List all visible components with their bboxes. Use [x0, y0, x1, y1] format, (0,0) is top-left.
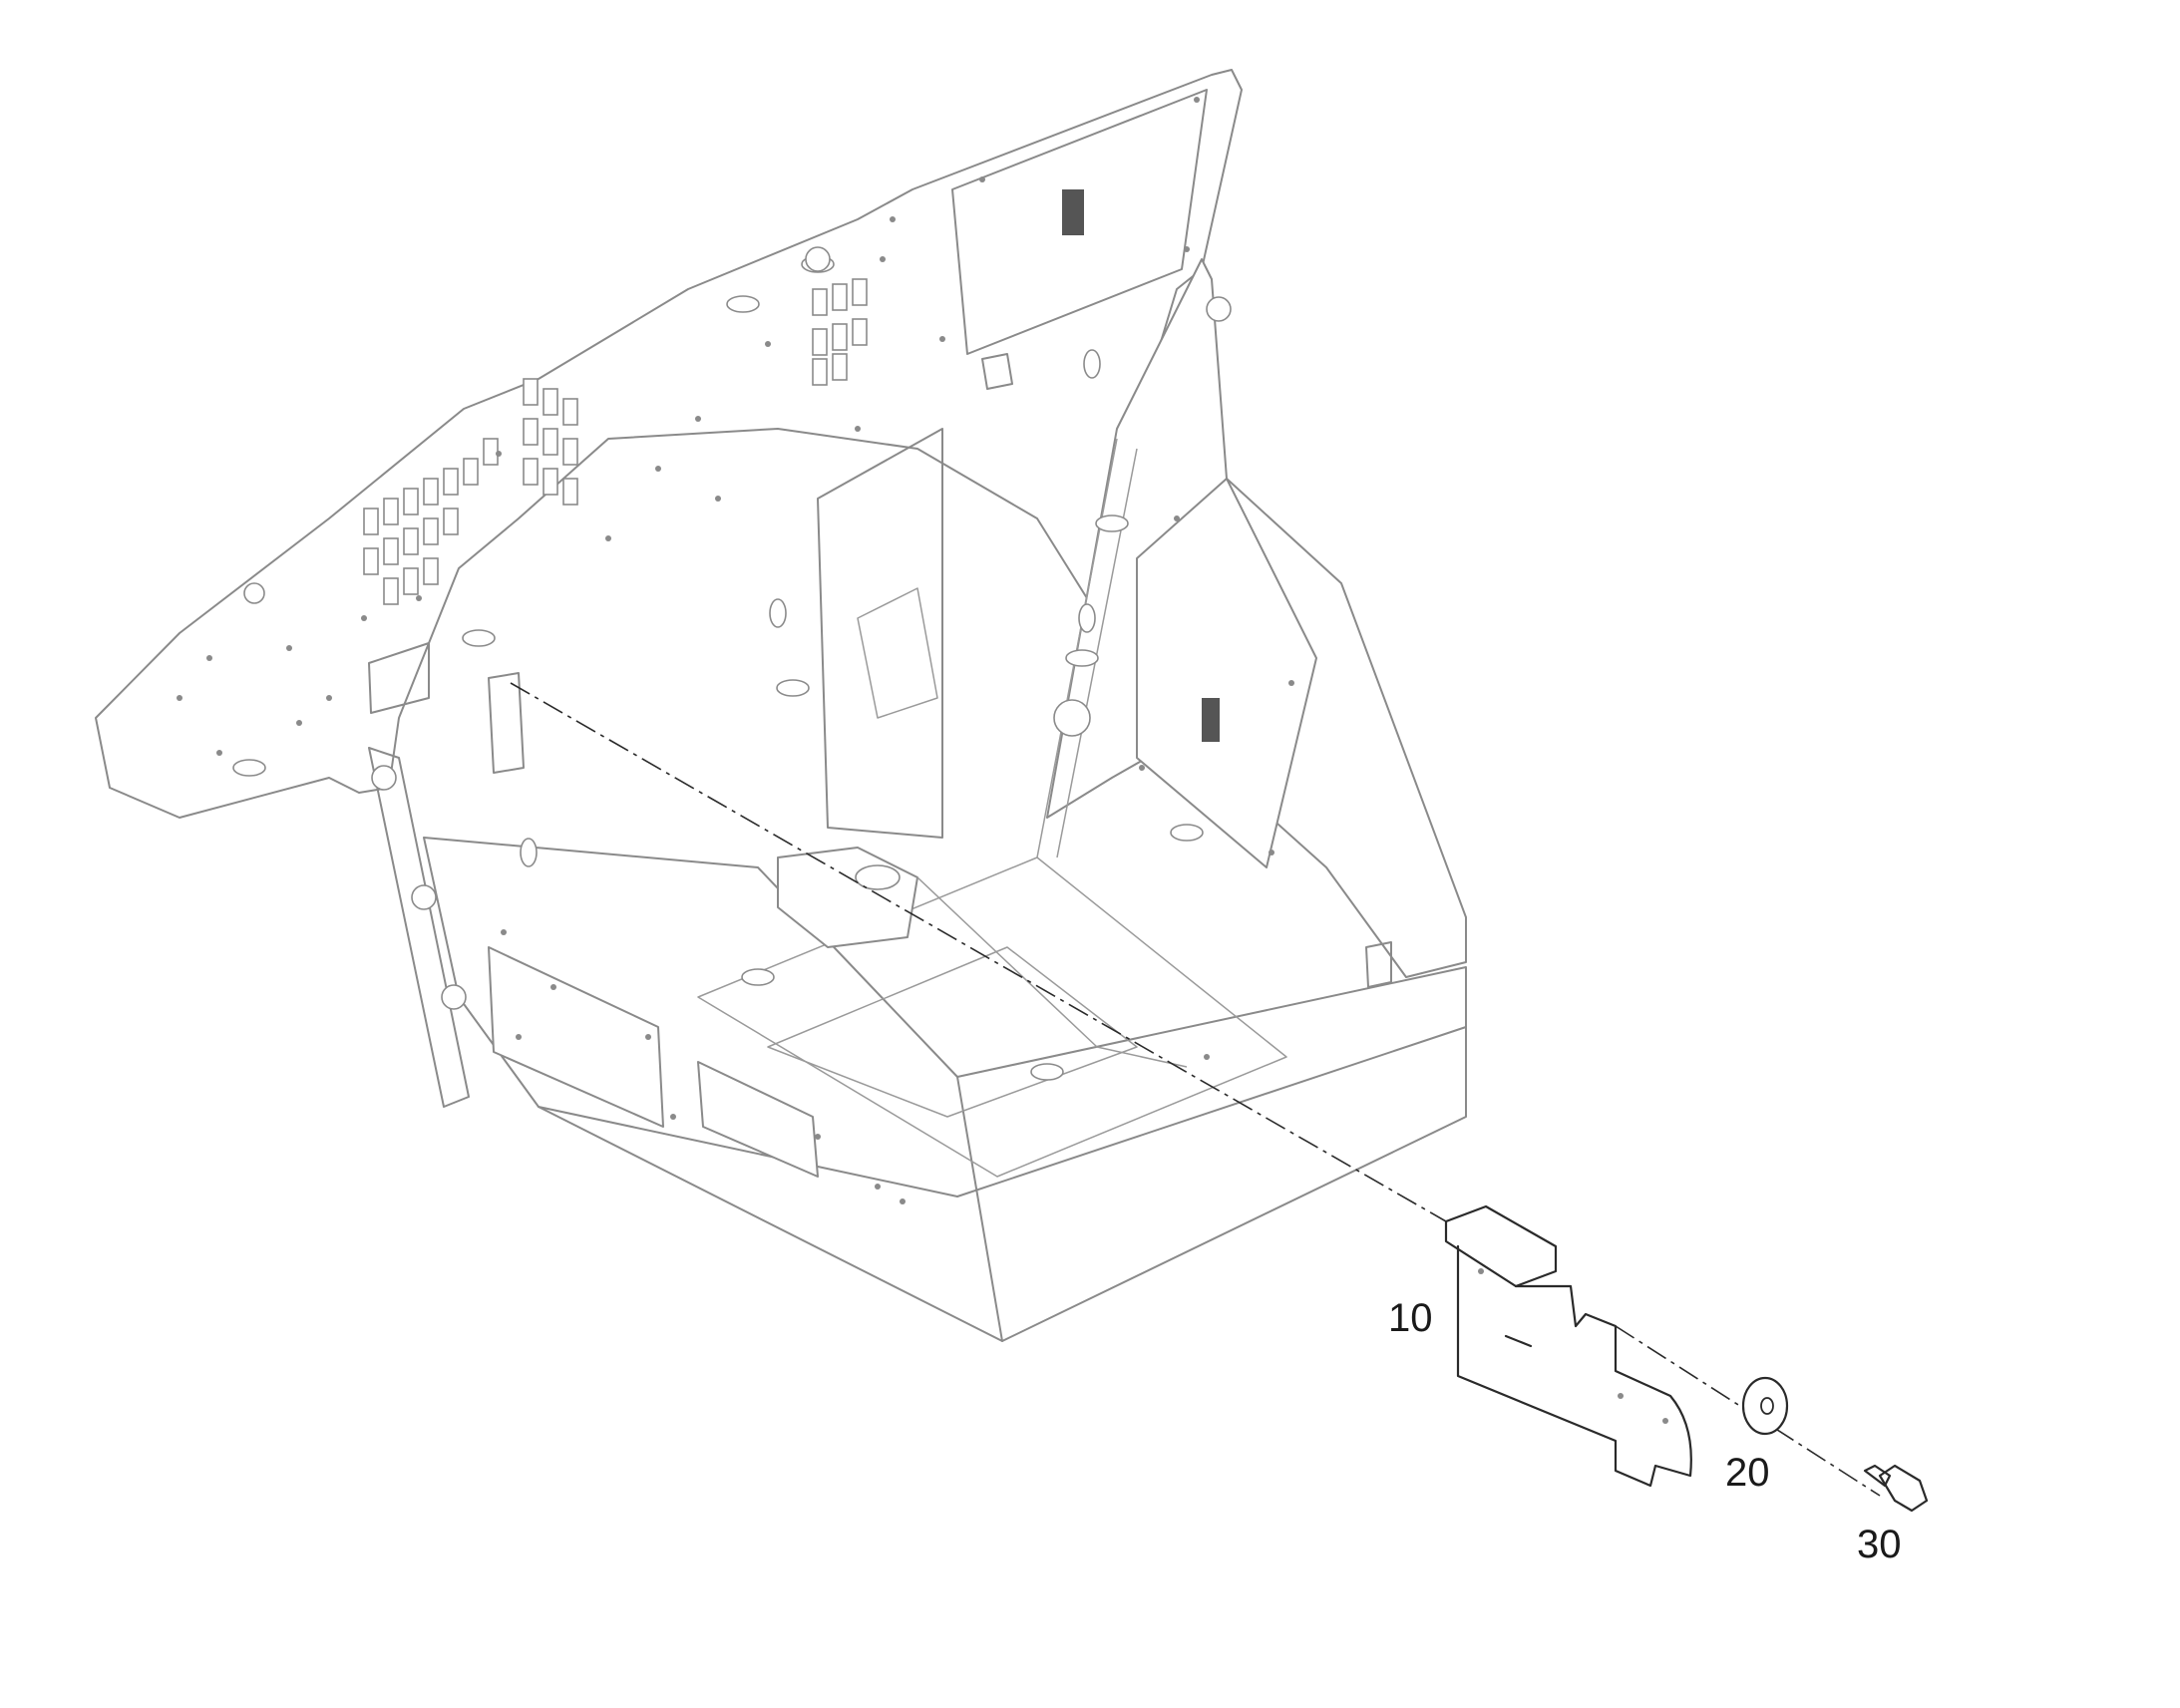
label-patch — [1202, 698, 1220, 742]
housing-frame — [95, 69, 1467, 1342]
part-10-bracket — [1444, 1204, 1692, 1488]
part-20-washer — [1741, 1376, 1789, 1436]
part-30-bolt — [1863, 1464, 1929, 1513]
callout-20: 20 — [1725, 1451, 1770, 1495]
callout-10: 10 — [1388, 1296, 1433, 1340]
vent-grid — [363, 278, 868, 605]
fastener-dots — [177, 97, 1294, 1204]
label-patch-top — [1062, 189, 1084, 235]
callout-30: 30 — [1857, 1523, 1902, 1566]
slot-holes — [232, 246, 1204, 1081]
assembly-centerline — [510, 682, 1447, 1222]
